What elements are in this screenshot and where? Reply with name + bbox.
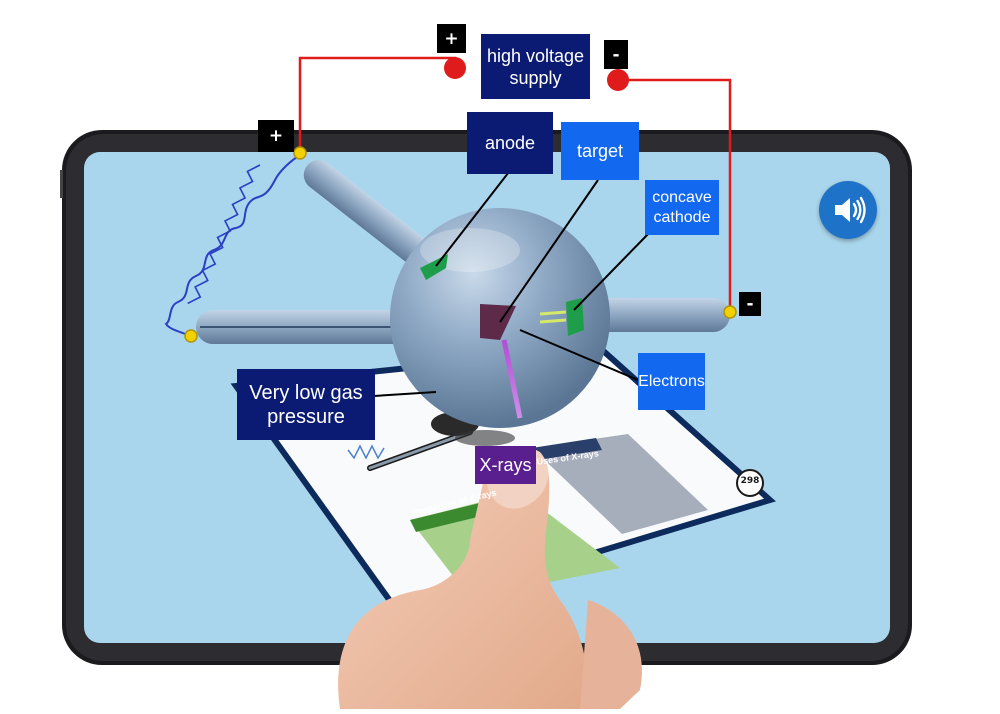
negative-terminal-dot xyxy=(607,69,629,91)
concave-cathode-label: concave cathode xyxy=(645,180,719,235)
plus-top-badge: + xyxy=(437,24,466,53)
cathode-cup xyxy=(566,298,584,336)
speaker-volume-button[interactable] xyxy=(819,181,877,239)
x-rays-label: X-rays xyxy=(475,446,536,484)
plus-left-badge: + xyxy=(258,120,294,152)
very-low-gas-pressure-label: Very low gas pressure xyxy=(237,369,375,440)
circuit-wires xyxy=(164,56,732,337)
electrons-label: Electrons xyxy=(638,353,705,410)
minus-top-badge: - xyxy=(604,40,628,69)
tablet-frame xyxy=(60,130,912,665)
high-voltage-supply-label: high voltage supply xyxy=(481,34,590,99)
card-page-number: 298 xyxy=(740,476,760,486)
positive-terminal-dot xyxy=(444,57,466,79)
anode-label: anode xyxy=(467,112,553,174)
label-pointers xyxy=(373,167,651,397)
target-label: target xyxy=(561,122,639,180)
speaker-volume-icon xyxy=(835,196,866,224)
xray-beam xyxy=(501,339,523,419)
uses-panel xyxy=(532,434,708,534)
discharge-tube xyxy=(184,146,737,428)
minus-right-badge: - xyxy=(739,292,761,316)
